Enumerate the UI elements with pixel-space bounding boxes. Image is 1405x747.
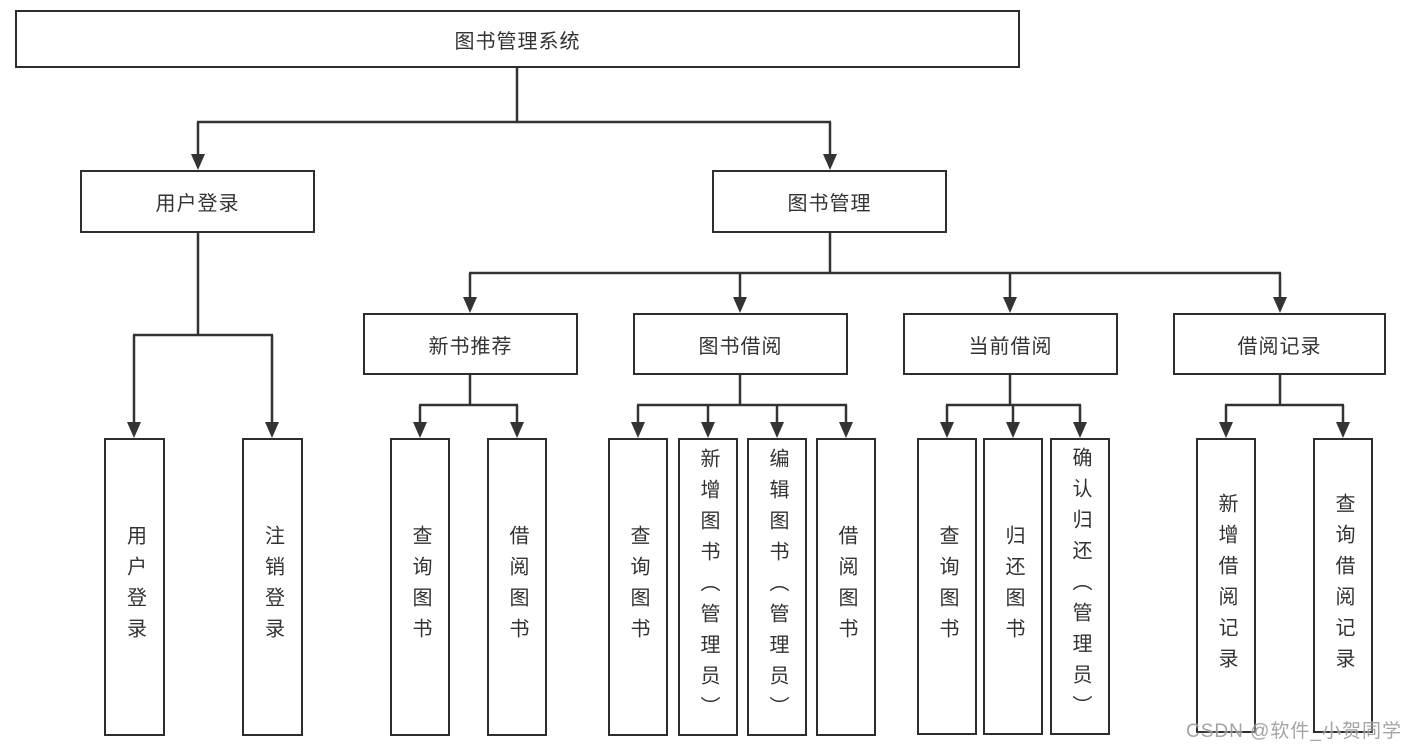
connector-userlogin-children	[132, 233, 274, 424]
node-return-book: 归还图书	[983, 438, 1043, 735]
node-add-borrow-record: 新增借阅记录	[1196, 438, 1256, 733]
connector-level2-bar	[196, 120, 832, 156]
node-current-borrow: 当前借阅	[903, 313, 1118, 375]
node-system-root: 图书管理系统	[15, 10, 1020, 68]
node-query-book-recommend: 查询图书	[390, 438, 450, 736]
node-borrow-book-leaf: 借阅图书	[816, 438, 876, 736]
node-user-login: 用户登录	[80, 170, 315, 233]
node-query-borrow-record: 查询借阅记录	[1313, 438, 1373, 733]
connector-newbook-children	[418, 375, 519, 424]
node-user-login-leaf: 用户登录	[104, 438, 165, 736]
connector-records-children	[1224, 375, 1345, 424]
node-logout-leaf: 注销登录	[242, 438, 303, 736]
node-borrow-records: 借阅记录	[1173, 313, 1386, 375]
node-book-management: 图书管理	[712, 170, 947, 233]
connector-bookmgmt-bar	[468, 233, 1282, 299]
node-book-borrow: 图书借阅	[633, 313, 848, 375]
node-query-book-borrow: 查询图书	[608, 438, 668, 736]
node-query-book-current: 查询图书	[917, 438, 977, 735]
node-edit-book-admin: 编辑图书（管理员）	[747, 438, 807, 736]
node-confirm-return-admin: 确认归还（管理员）	[1050, 438, 1110, 735]
node-borrow-book-recommend: 借阅图书	[487, 438, 547, 736]
connector-bookborrow-children	[636, 375, 848, 424]
node-add-book-admin: 新增图书（管理员）	[678, 438, 738, 736]
node-new-book-recommend: 新书推荐	[363, 313, 578, 375]
connector-currentborrow-children	[945, 375, 1082, 424]
